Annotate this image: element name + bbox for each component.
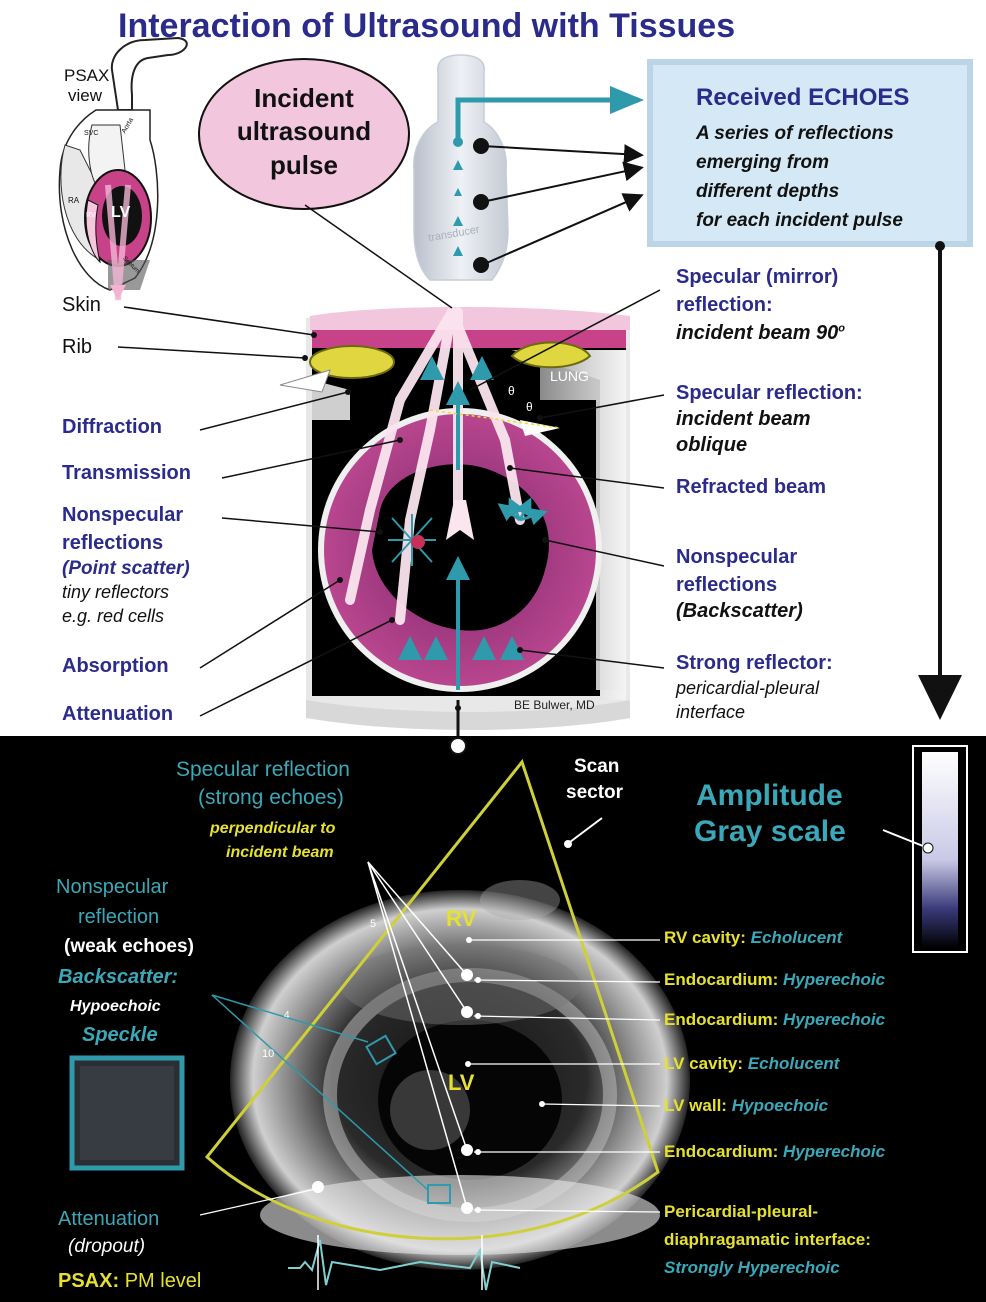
refracted-beam-label: Refracted beam (676, 476, 826, 500)
transmission-label: Transmission (62, 462, 191, 486)
specular-mirror-label-1: Specular (mirror) (676, 266, 838, 290)
ra-label: RA (68, 196, 79, 205)
backscatter-top-label: (Backscatter) (676, 600, 803, 624)
rv-echo-label: RV (446, 906, 476, 932)
psax-prefix: PSAX: (58, 1270, 119, 1292)
annotation-endocardium-3: Endocardium: Hyperechoic (664, 1142, 885, 1162)
absorption-label: Absorption (62, 655, 169, 679)
nonspec-back-label-2: reflections (676, 574, 777, 598)
red-cells-label: e.g. red cells (62, 606, 164, 627)
nonspec-point-label-2: reflections (62, 532, 163, 556)
incident-pulse-line-1: Incident (204, 82, 404, 115)
point-scatter-label: (Point scatter) (62, 558, 190, 580)
received-echoes-title: Received ECHOES (696, 84, 909, 112)
specular-strong-label-2: (strong echoes) (198, 786, 344, 811)
specular-oblique-label: Specular reflection: (676, 382, 863, 406)
incident-oblique-label-2: oblique (676, 434, 747, 458)
incident-90-text: incident beam 90 (676, 322, 838, 344)
speckle-label: Speckle (82, 1024, 158, 1048)
rib-label: Rib (62, 336, 92, 360)
depth-4-label: 4 (284, 1010, 290, 1022)
annotation-endocardium-2: Endocardium: Hyperechoic (664, 1010, 885, 1030)
pericardial-pleural-label-1: Pericardial-pleural- (664, 1202, 818, 1222)
degree-mark: o (838, 322, 845, 334)
scan-sector-label-2: sector (566, 782, 623, 804)
nonspec-back-label-1: Nonspecular (676, 546, 797, 570)
specular-strong-label-1: Specular reflection (176, 758, 350, 783)
received-line-1: A series of reflections (696, 120, 903, 149)
tiny-reflectors-label: tiny reflectors (62, 582, 169, 603)
specular-mirror-label-2: reflection: (676, 294, 773, 318)
annotation-rv-cavity: RV cavity: Echolucent (664, 928, 842, 948)
lv-mini-label: LV (111, 204, 130, 223)
annotation-lv-cavity: LV cavity: Echolucent (664, 1054, 839, 1074)
weak-echoes-label: (weak echoes) (64, 936, 194, 958)
nonspec-point-label-1: Nonspecular (62, 504, 183, 528)
annotation-endocardium-1: Endocardium: Hyperechoic (664, 970, 885, 990)
received-echoes-text: A series of reflections emerging from di… (696, 120, 903, 236)
nonspec-reflection-label-2: reflection (78, 906, 159, 930)
incident-pulse-line-3: pulse (204, 149, 404, 182)
diffraction-label: Diffraction (62, 416, 162, 440)
lv-echo-label: LV (448, 1070, 474, 1096)
theta-1-label: θ (508, 384, 515, 398)
theta-2-label: θ (526, 400, 533, 414)
incident-pulse-line-2: ultrasound (204, 115, 404, 148)
strong-reflector-label: Strong reflector: (676, 652, 833, 676)
attenuation-bottom-label: Attenuation (58, 1208, 159, 1232)
received-line-3: different depths (696, 178, 903, 207)
scan-sector-label-1: Scan (574, 756, 619, 778)
received-line-4: for each incident pulse (696, 207, 903, 236)
dropout-label: (dropout) (68, 1236, 145, 1258)
perpendicular-label-2: incident beam (226, 844, 334, 863)
pericardial-label-1: pericardial-pleural (676, 678, 819, 699)
lung-label: LUNG (550, 368, 589, 385)
nonspec-reflection-label-1: Nonspecular (56, 876, 168, 900)
pericardial-label-2: interface (676, 702, 745, 723)
page-title: Interaction of Ultrasound with Tissues (118, 6, 735, 46)
incident-oblique-label-1: incident beam (676, 408, 810, 432)
strongly-hyperechoic-label: Strongly Hyperechoic (664, 1258, 840, 1278)
hypoechoic-label: Hypoechoic (70, 998, 161, 1017)
incident-90-label: incident beam 90o (676, 322, 845, 346)
amplitude-label: Amplitude (696, 778, 843, 813)
rv-mini-label: RV (86, 212, 96, 220)
received-line-2: emerging from (696, 149, 903, 178)
skin-label: Skin (62, 294, 101, 318)
incident-pulse-text: Incident ultrasound pulse (204, 82, 404, 182)
pericardial-pleural-label-2: diaphragamatic interface: (664, 1230, 871, 1250)
svc-label: SVC (84, 130, 98, 138)
pm-level-text: PM level (125, 1270, 202, 1292)
annotation-lv-wall: LV wall: Hypoechoic (664, 1096, 828, 1116)
psax-view-label-2: view (68, 86, 102, 106)
attenuation-label-top: Attenuation (62, 703, 173, 727)
backscatter-bottom-label: Backscatter: (58, 966, 178, 990)
perpendicular-label-1: perpendicular to (210, 820, 335, 839)
depth-5-label: 5 (370, 918, 376, 931)
depth-10-label: 10 (262, 1048, 274, 1061)
credit-label: BE Bulwer, MD (514, 698, 595, 712)
psax-view-label-1: PSAX (64, 66, 109, 86)
gray-scale-label: Gray scale (694, 814, 846, 849)
psax-pm-level: PSAX: PM level (58, 1270, 201, 1294)
